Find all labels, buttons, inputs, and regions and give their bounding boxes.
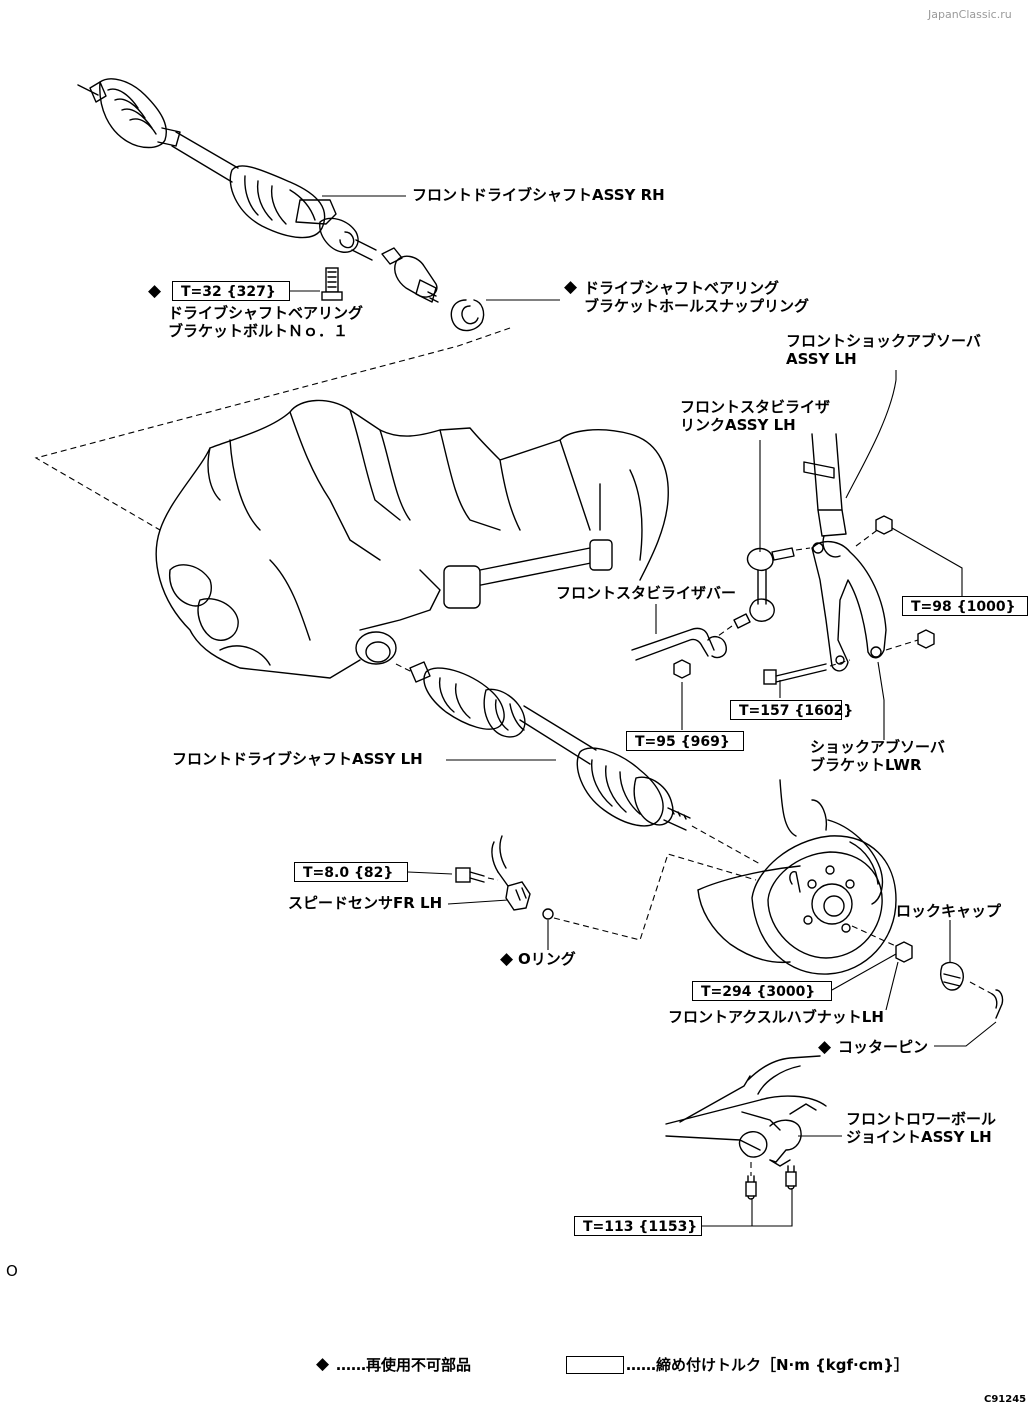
stabilizer-link [717,547,811,637]
non-reusable-marker: ◆ [818,1037,832,1057]
knuckle-hub [697,779,1004,1019]
label-shock-bracket: ショックアブソーバ ブラケットLWR [810,738,945,774]
legend-diamond-icon: ◆ [316,1354,330,1374]
label-o-ring: Oリング [518,950,576,968]
torque-link-nut: T=95 {969} [626,731,744,751]
label-front-drive-shaft-rh: フロントドライブシャフトASSY RH [412,186,665,204]
torque-speed-sensor-bolt: T=8.0 {82} [294,862,408,882]
snap-ring [450,299,485,332]
label-lower-ball-joint: フロントロワーボール ジョイントASSY LH [846,1110,996,1146]
drive-shaft-lh [395,661,761,865]
label-snap-ring-line2: ブラケットホールスナップリング [584,297,810,315]
label-cotter-pin: コッターピン [838,1038,929,1056]
stabilizer-bar [631,604,727,679]
label-stabilizer-bar: フロントスタビライザバー [556,584,737,602]
torque-bracket-bolt: T=157 {1602} [730,700,853,720]
diagram-code: C91245 [984,1394,1027,1405]
bearing-bracket-bolt [321,267,343,301]
label-shock-bracket-line2: ブラケットLWR [810,756,922,774]
label-hub-nut: フロントアクスルハブナットLH [668,1008,884,1026]
shock-absorber [763,433,935,685]
transaxle [155,399,669,679]
legend-torque-box-icon [566,1356,624,1374]
label-front-drive-shaft-lh: フロントドライブシャフトASSY LH [172,750,423,768]
label-snap-ring: ドライブシャフトベアリング ブラケットホールスナップリング [584,279,809,315]
legend-torque: ……締め付けトルク［N·m {kgf·cm}］ [626,1356,909,1374]
non-reusable-marker: ◆ [500,949,514,969]
non-reusable-marker: ◆ [148,281,162,301]
label-shock-absorber-line1: フロントショックアブソーバ [786,332,981,350]
label-snap-ring-line1: ドライブシャフトベアリング [584,279,780,297]
margin-mark: O [6,1262,18,1280]
label-ball-joint-line1: フロントロワーボール [846,1110,997,1128]
label-stabilizer-link-line1: フロントスタビライザ [680,398,831,416]
torque-shock-bracket: T=98 {1000} [902,596,1028,616]
non-reusable-marker: ◆ [564,277,578,297]
watermark: JapanClassic.ru [928,8,1012,21]
label-shock-bracket-line1: ショックアブソーバ [810,738,945,756]
label-bearing-bolt-line1: ドライブシャフトベアリング [168,304,364,322]
speed-sensor [455,835,757,941]
drive-shaft-rh [77,78,439,303]
legend-non-reusable: ……再使用不可部品 [336,1356,472,1374]
label-ball-joint-line2: ジョイントASSY LH [846,1128,992,1146]
label-shock-absorber: フロントショックアブソーバ ASSY LH [786,332,981,368]
torque-bearing-bolt: T=32 {327} [172,281,290,301]
label-bearing-bracket-bolt: ドライブシャフトベアリング ブラケットボルトＮｏ．１ [168,304,363,340]
label-stabilizer-link-line2: リンクASSY LH [680,416,796,434]
label-bearing-bolt-line2: ブラケットボルトＮｏ．１ [168,322,349,340]
label-stabilizer-link: フロントスタビライザ リンクASSY LH [680,398,830,434]
lower-ball-joint [665,1055,827,1200]
label-shock-absorber-line2: ASSY LH [786,350,857,368]
torque-ball-joint: T=113 {1153} [574,1216,702,1236]
label-speed-sensor: スピードセンサFR LH [288,894,443,912]
torque-hub-nut: T=294 {3000} [692,981,832,1001]
label-lock-cap: ロックキャップ [896,902,1002,920]
